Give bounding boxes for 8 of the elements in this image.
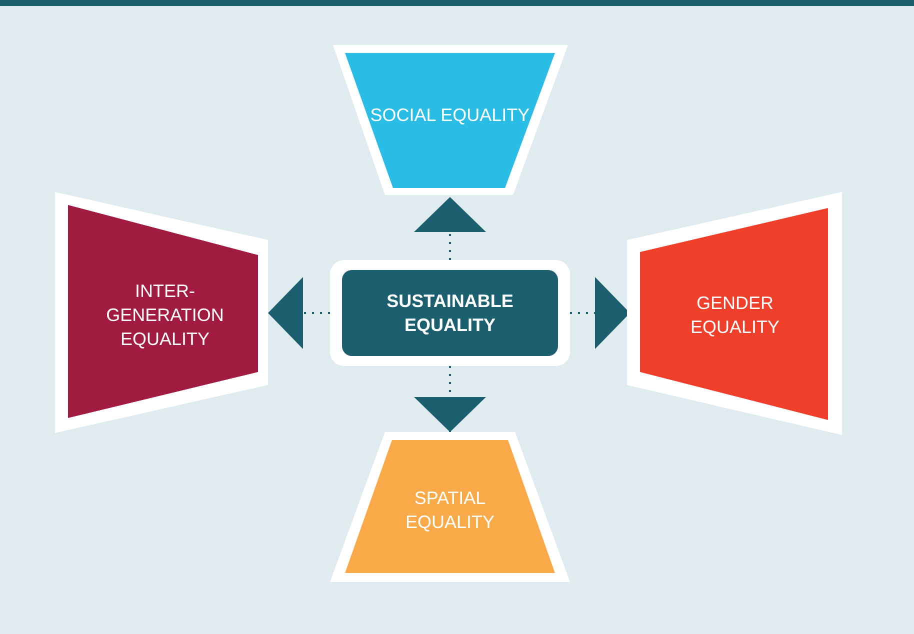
arrow: [414, 366, 486, 432]
panel-label: INTER- GENERATION EQUALITY: [105, 280, 225, 351]
panel-label: SOCIAL EQUALITY: [370, 104, 530, 127]
panel-label: SPATIAL EQUALITY: [404, 487, 496, 534]
arrow: [268, 277, 330, 349]
arrow: [414, 197, 486, 260]
panel-label: GENDER EQUALITY: [689, 292, 781, 339]
panel-label: SUSTAINABLE EQUALITY: [386, 290, 514, 337]
